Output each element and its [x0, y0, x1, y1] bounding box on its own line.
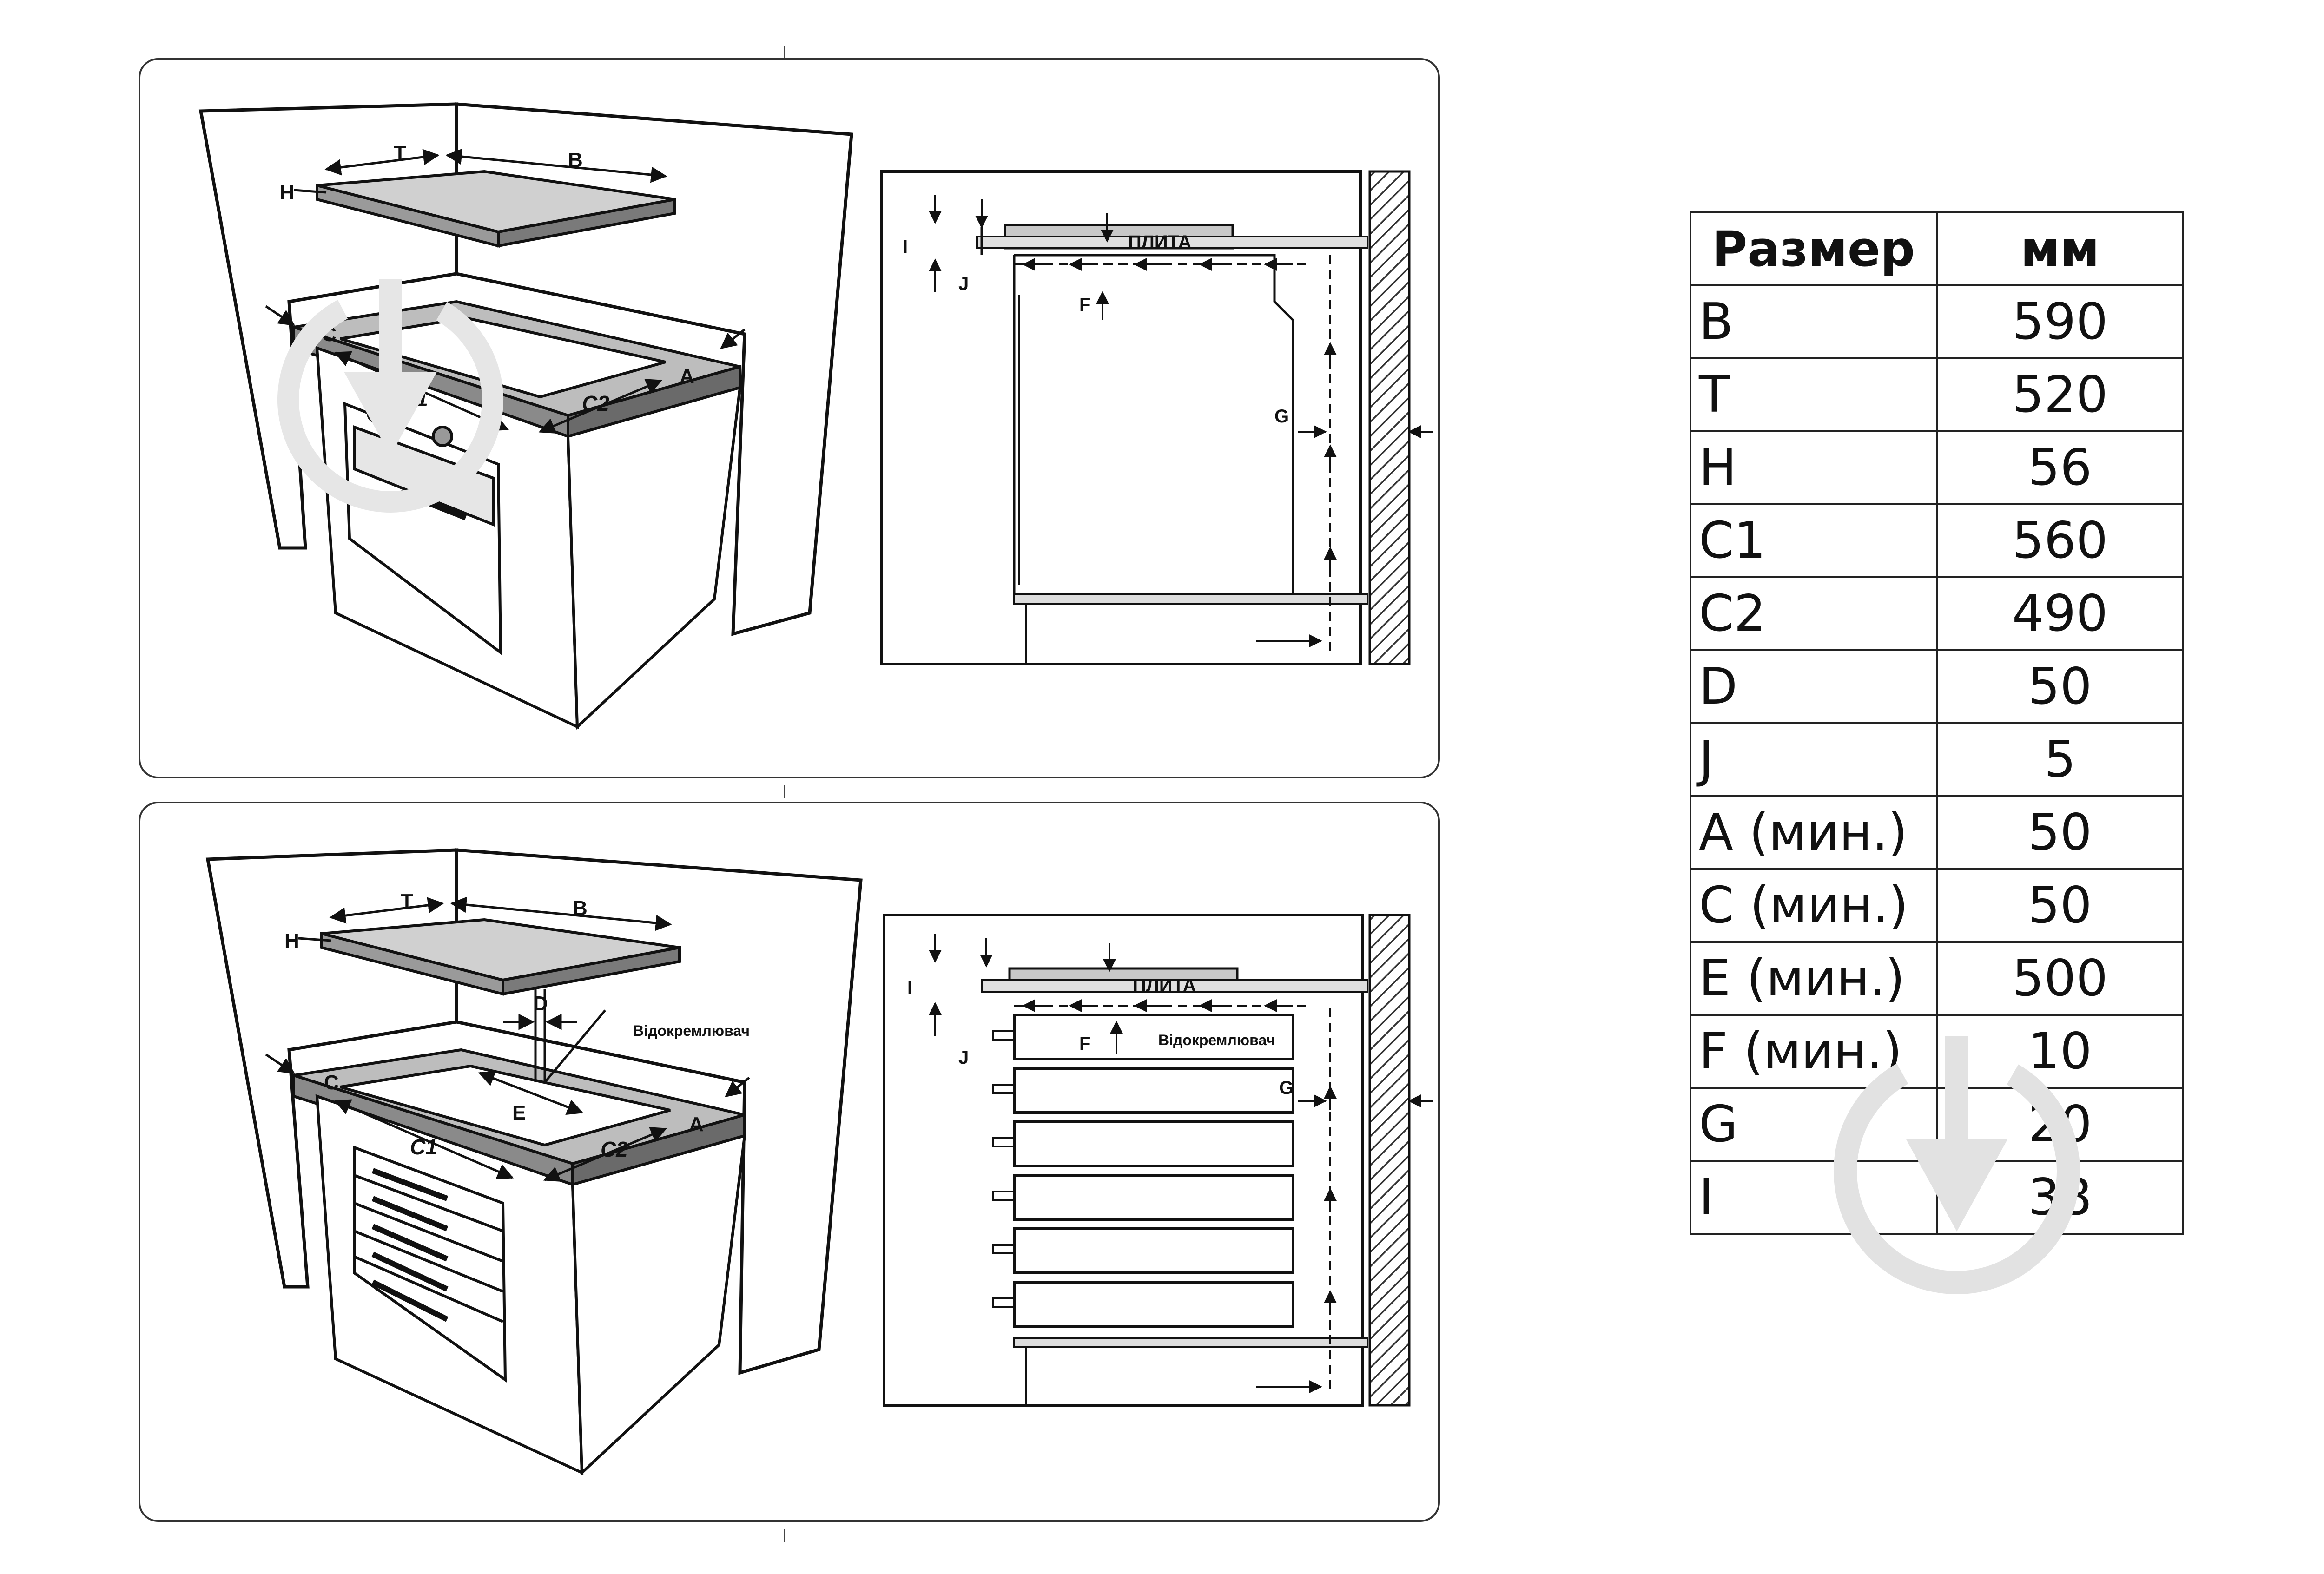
table-header-row: Размер мм	[1690, 211, 2184, 286]
row-value: 50	[1936, 649, 2184, 724]
row-key: D	[1690, 649, 1938, 724]
label-g-2: G	[1279, 1078, 1294, 1098]
middle-tick	[784, 785, 785, 798]
row-value: 500	[1936, 941, 2184, 1016]
row-value: 50	[1936, 868, 2184, 943]
row-value: 50	[1936, 795, 2184, 870]
row-key: C (мин.)	[1690, 868, 1938, 943]
label-c1-2: C1	[410, 1135, 437, 1159]
label-b: B	[568, 149, 583, 171]
row-value: 10	[1936, 1014, 2184, 1089]
label-plita-2: ПЛИТА	[1133, 975, 1196, 996]
row-value: 56	[1936, 430, 2184, 505]
row-value: 5	[1936, 722, 2184, 797]
row-key: G	[1690, 1087, 1938, 1162]
label-e: E	[512, 1101, 526, 1124]
label-b-2: B	[573, 897, 588, 920]
hob-2	[320, 918, 681, 996]
table-row: C (мин.)50	[1690, 868, 2184, 943]
label-d: D	[533, 992, 548, 1015]
separator-part	[534, 989, 606, 1083]
label-c2-2: C2	[601, 1137, 628, 1161]
label-j-2: J	[958, 1047, 969, 1068]
label-f: F	[1079, 295, 1090, 315]
table-row: A (мин.)50	[1690, 795, 2184, 870]
label-g: G	[1274, 406, 1289, 427]
label-separator-2: Відокремлювач	[1158, 1032, 1275, 1048]
installation-panel-drawers: T B H C A C1 C2 E D Відокремлювач	[139, 802, 1440, 1522]
label-i-2: I	[907, 978, 912, 998]
label-h: H	[280, 181, 295, 204]
row-value: 520	[1936, 357, 2184, 432]
label-h-2: H	[284, 929, 299, 952]
row-key: C2	[1690, 576, 1938, 651]
dimension-lines-2	[265, 896, 750, 1182]
installation-panel-oven: T B H C A C1 C2 ПЛИТА I J F	[139, 58, 1440, 778]
table-row: E (мин.)500	[1690, 941, 2184, 1016]
row-key: H	[1690, 430, 1938, 505]
row-key: E (мин.)	[1690, 941, 1938, 1016]
row-key: A (мин.)	[1690, 795, 1938, 870]
airflow-arrows-drawers	[929, 934, 1433, 1393]
label-i: I	[903, 237, 908, 257]
airflow-arrows-oven	[929, 195, 1433, 647]
bottom-tick	[784, 1529, 785, 1542]
drawers-installation-diagram: T B H C A C1 C2 E D Відокремлювач	[205, 848, 1433, 1476]
header-size: Размер	[1690, 211, 1938, 286]
label-c-2: C	[324, 1071, 339, 1094]
row-key: T	[1690, 357, 1938, 432]
label-plita: ПЛИТА	[1128, 232, 1191, 252]
hob	[316, 170, 676, 248]
label-a-2: A	[689, 1113, 704, 1136]
row-key: J	[1690, 722, 1938, 797]
top-tick	[784, 46, 785, 59]
label-j: J	[958, 274, 969, 294]
label-a: A	[680, 365, 694, 388]
watermark-logo-right	[1834, 1036, 2080, 1294]
row-value: 590	[1936, 284, 2184, 359]
label-f-2: F	[1079, 1034, 1090, 1054]
label-t: T	[394, 142, 406, 165]
label-separator: Відокремлювач	[633, 1022, 750, 1039]
row-key: C1	[1690, 503, 1938, 578]
label-t-2: T	[401, 890, 413, 913]
side-section-drawers	[883, 914, 1411, 1407]
row-key: I	[1690, 1160, 1938, 1235]
table-row: F (мин.)10	[1690, 1014, 2184, 1089]
row-value: 560	[1936, 503, 2184, 578]
row-key: B	[1690, 284, 1938, 359]
label-c2: C2	[582, 391, 609, 415]
row-value: 490	[1936, 576, 2184, 651]
cabinet-2	[315, 1094, 746, 1476]
side-section-oven	[880, 170, 1411, 665]
oven-installation-diagram: T B H C A C1 C2 ПЛИТА I J F	[198, 102, 1433, 730]
header-mm: мм	[1936, 211, 2184, 286]
watermark-logo-left	[277, 279, 503, 513]
